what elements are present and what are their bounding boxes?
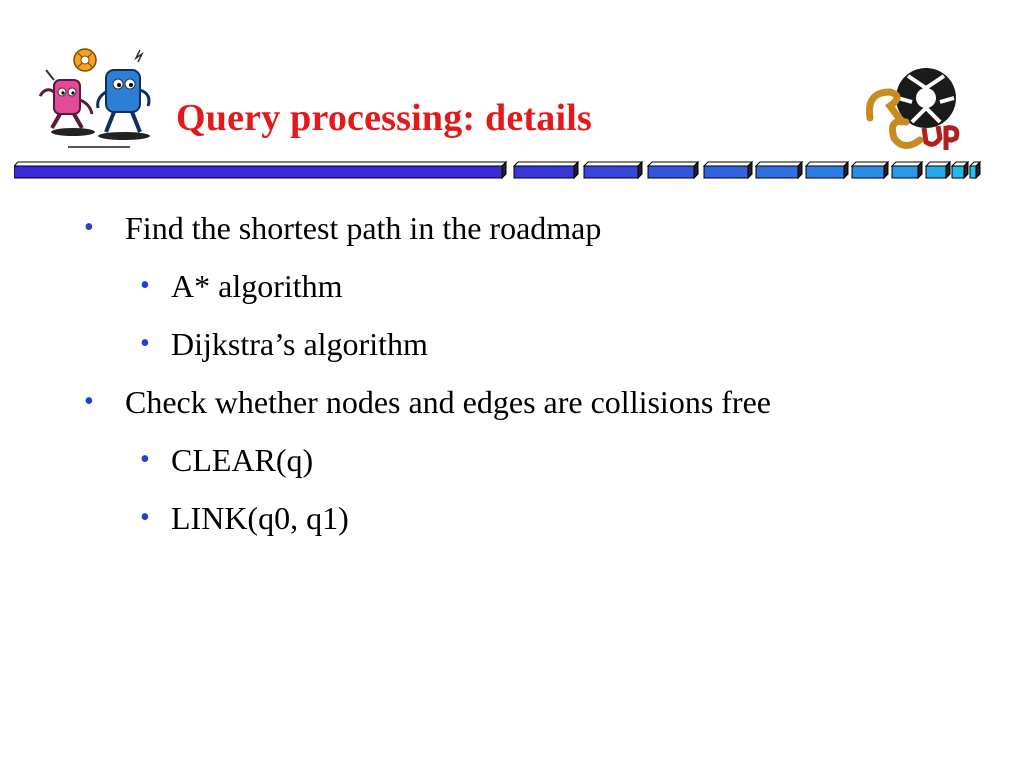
- bar-segment: [582, 160, 644, 180]
- sub-bullet-text: A* algorithm: [171, 268, 343, 304]
- sub-bullet-item: • LINK(q0, q1): [84, 496, 984, 554]
- bar-segment: [804, 160, 850, 180]
- sub-bullet-text: Dijkstra’s algorithm: [171, 326, 428, 362]
- robots-mascot-icon: [38, 48, 151, 148]
- bullet-dot-icon: •: [140, 328, 150, 359]
- bar-segment: [702, 160, 754, 180]
- bar-segment: [968, 160, 982, 180]
- bar-segment: [890, 160, 924, 180]
- bullet-dot-icon: •: [140, 502, 150, 533]
- bullet-dot-icon: •: [140, 444, 150, 475]
- bullet-text: Check whether nodes and edges are collis…: [125, 384, 771, 420]
- bullet-dot-icon: •: [140, 270, 150, 301]
- sub-bullet-text: CLEAR(q): [171, 442, 314, 478]
- sub-bullet-text: LINK(q0, q1): [171, 500, 349, 536]
- slide-title: Query processing: details: [176, 97, 592, 139]
- decorative-bar: [14, 160, 982, 180]
- sub-bullet-item: • A* algorithm: [84, 264, 984, 322]
- bar-segment: [646, 160, 700, 180]
- bullet-dot-icon: •: [84, 386, 94, 417]
- bullet-item: • Find the shortest path in the roadmap: [84, 206, 984, 264]
- bullet-text: Find the shortest path in the roadmap: [125, 210, 602, 246]
- bar-segment: [850, 160, 890, 180]
- bar-segment: [754, 160, 804, 180]
- bar-segment: [512, 160, 580, 180]
- bar-segment: [950, 160, 970, 180]
- bullet-list: • Find the shortest path in the roadmap • A…: [84, 206, 984, 554]
- sub-bullet-item: • CLEAR(q): [84, 438, 984, 496]
- bullet-dot-icon: •: [84, 212, 94, 243]
- robocup-logo-icon: [865, 68, 960, 150]
- bar-segment: [924, 160, 952, 180]
- bar-segment: [14, 160, 508, 180]
- bullet-item: • Check whether nodes and edges are colli…: [84, 380, 984, 438]
- sub-bullet-item: • Dijkstra’s algorithm: [84, 322, 984, 380]
